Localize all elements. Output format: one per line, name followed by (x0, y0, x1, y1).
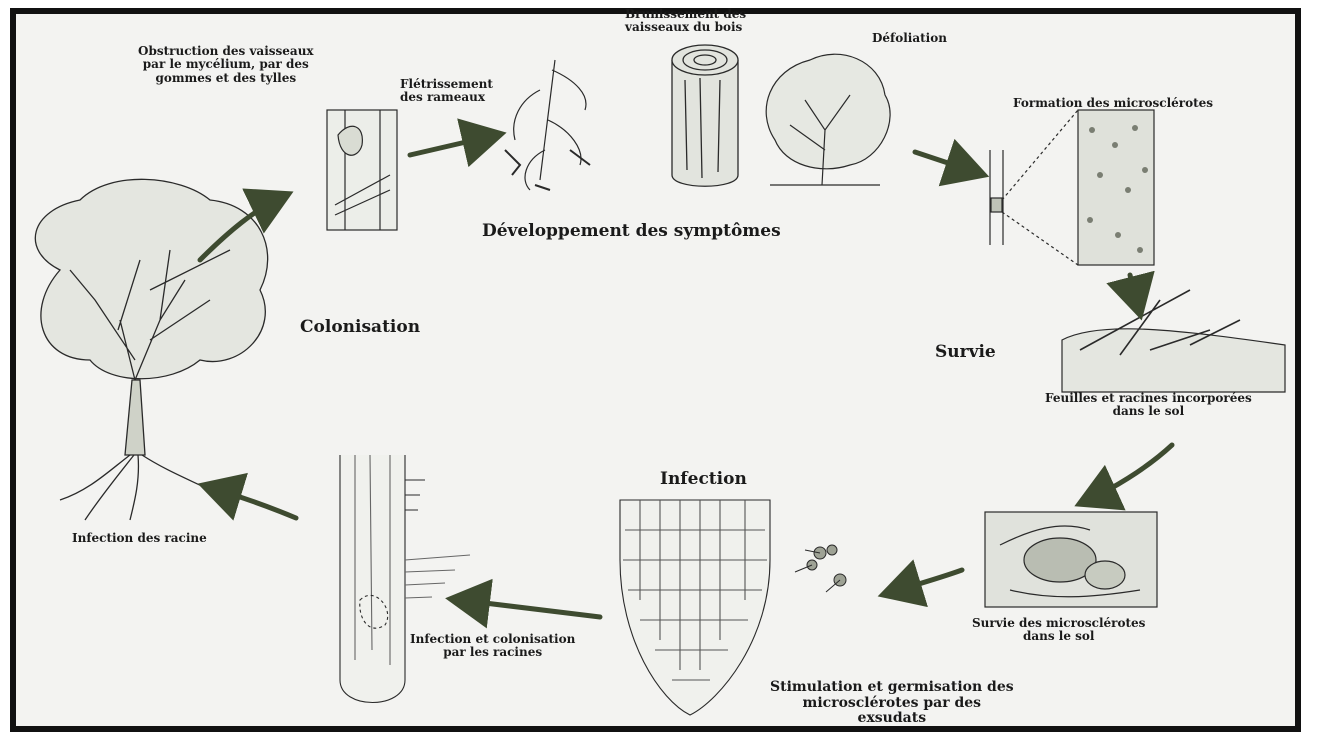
stimulation-line-2: microsclérotes par des (770, 696, 1014, 712)
vessel-obstruction-line-1: Obstruction des vaisseaux (138, 45, 314, 58)
infection-colonisation-line-2: par les racines (410, 646, 575, 659)
stage-survival: Survie (935, 343, 996, 362)
stage-colonisation: Colonisation (300, 318, 420, 337)
microsclerotia-survival-label: Survie des microsclérotes dans le sol (972, 617, 1145, 644)
arrow-debris-to-soil (1088, 445, 1172, 500)
microsclerotia-survival-line-2: dans le sol (972, 630, 1145, 643)
defoliated-tree-illustration (766, 54, 890, 185)
branch-wilting-line-2: des rameaux (400, 91, 493, 104)
microsclerotia-soil-illustration (985, 512, 1157, 607)
wilting-branch-illustration (505, 60, 590, 190)
wood-cylinder-illustration (672, 45, 738, 186)
stimulation-line-1: Stimulation et germisation des (770, 680, 1014, 696)
wood-browning-line-1: Brunissement des (625, 8, 746, 21)
infection-colonisation-roots-label: Infection et colonisation par les racine… (410, 633, 575, 660)
soil-debris-illustration (1062, 290, 1285, 392)
vessel-obstruction-line-3: gommes et des tylles (138, 72, 314, 85)
stimulation-line-3: exsudats (770, 711, 1014, 727)
germinating-microsclerotia-illustration (795, 545, 846, 592)
arrow-soil-to-exsudats (892, 570, 962, 592)
root-section-illustration (340, 455, 470, 703)
microsclerotia-formation-label: Formation des microsclérotes (1013, 97, 1213, 110)
stage-infection: Infection (660, 470, 747, 489)
vessel-obstruction-label: Obstruction des vaisseaux par le mycéliu… (138, 45, 314, 85)
branch-wilting-label: Flétrissement des rameaux (400, 78, 493, 105)
wood-browning-line-2: vaisseaux du bois (625, 21, 746, 34)
wood-browning-label: Brunissement des vaisseaux du bois (625, 8, 746, 35)
vessel-section-illustration (327, 110, 397, 230)
arrow-vessel-to-wilting (410, 136, 492, 155)
leaves-roots-soil-line-2: dans le sol (1045, 405, 1252, 418)
infection-colonisation-line-1: Infection et colonisation (410, 633, 575, 646)
branch-wilting-line-1: Flétrissement (400, 78, 493, 91)
root-tip-illustration (620, 500, 770, 715)
vessel-obstruction-line-2: par le mycélium, par des (138, 58, 314, 71)
leaves-roots-soil-label: Feuilles et racines incorporées dans le … (1045, 392, 1252, 419)
arrow-section-to-tree (212, 488, 296, 518)
leaves-roots-soil-line-1: Feuilles et racines incorporées (1045, 392, 1252, 405)
root-infection-label: Infection des racine (72, 532, 207, 545)
arrow-formation-to-debris (1130, 275, 1138, 306)
arrow-roottip-to-section (460, 600, 600, 617)
stimulation-germination-label: Stimulation et germisation des microsclé… (770, 680, 1014, 727)
arrow-defoliation-to-formation (915, 152, 975, 172)
microsclerotia-formation-illustration (990, 110, 1154, 265)
stage-symptom-development: Développement des symptômes (482, 222, 781, 241)
microsclerotia-survival-line-1: Survie des microsclérotes (972, 617, 1145, 630)
defoliation-label: Défoliation (872, 32, 947, 45)
